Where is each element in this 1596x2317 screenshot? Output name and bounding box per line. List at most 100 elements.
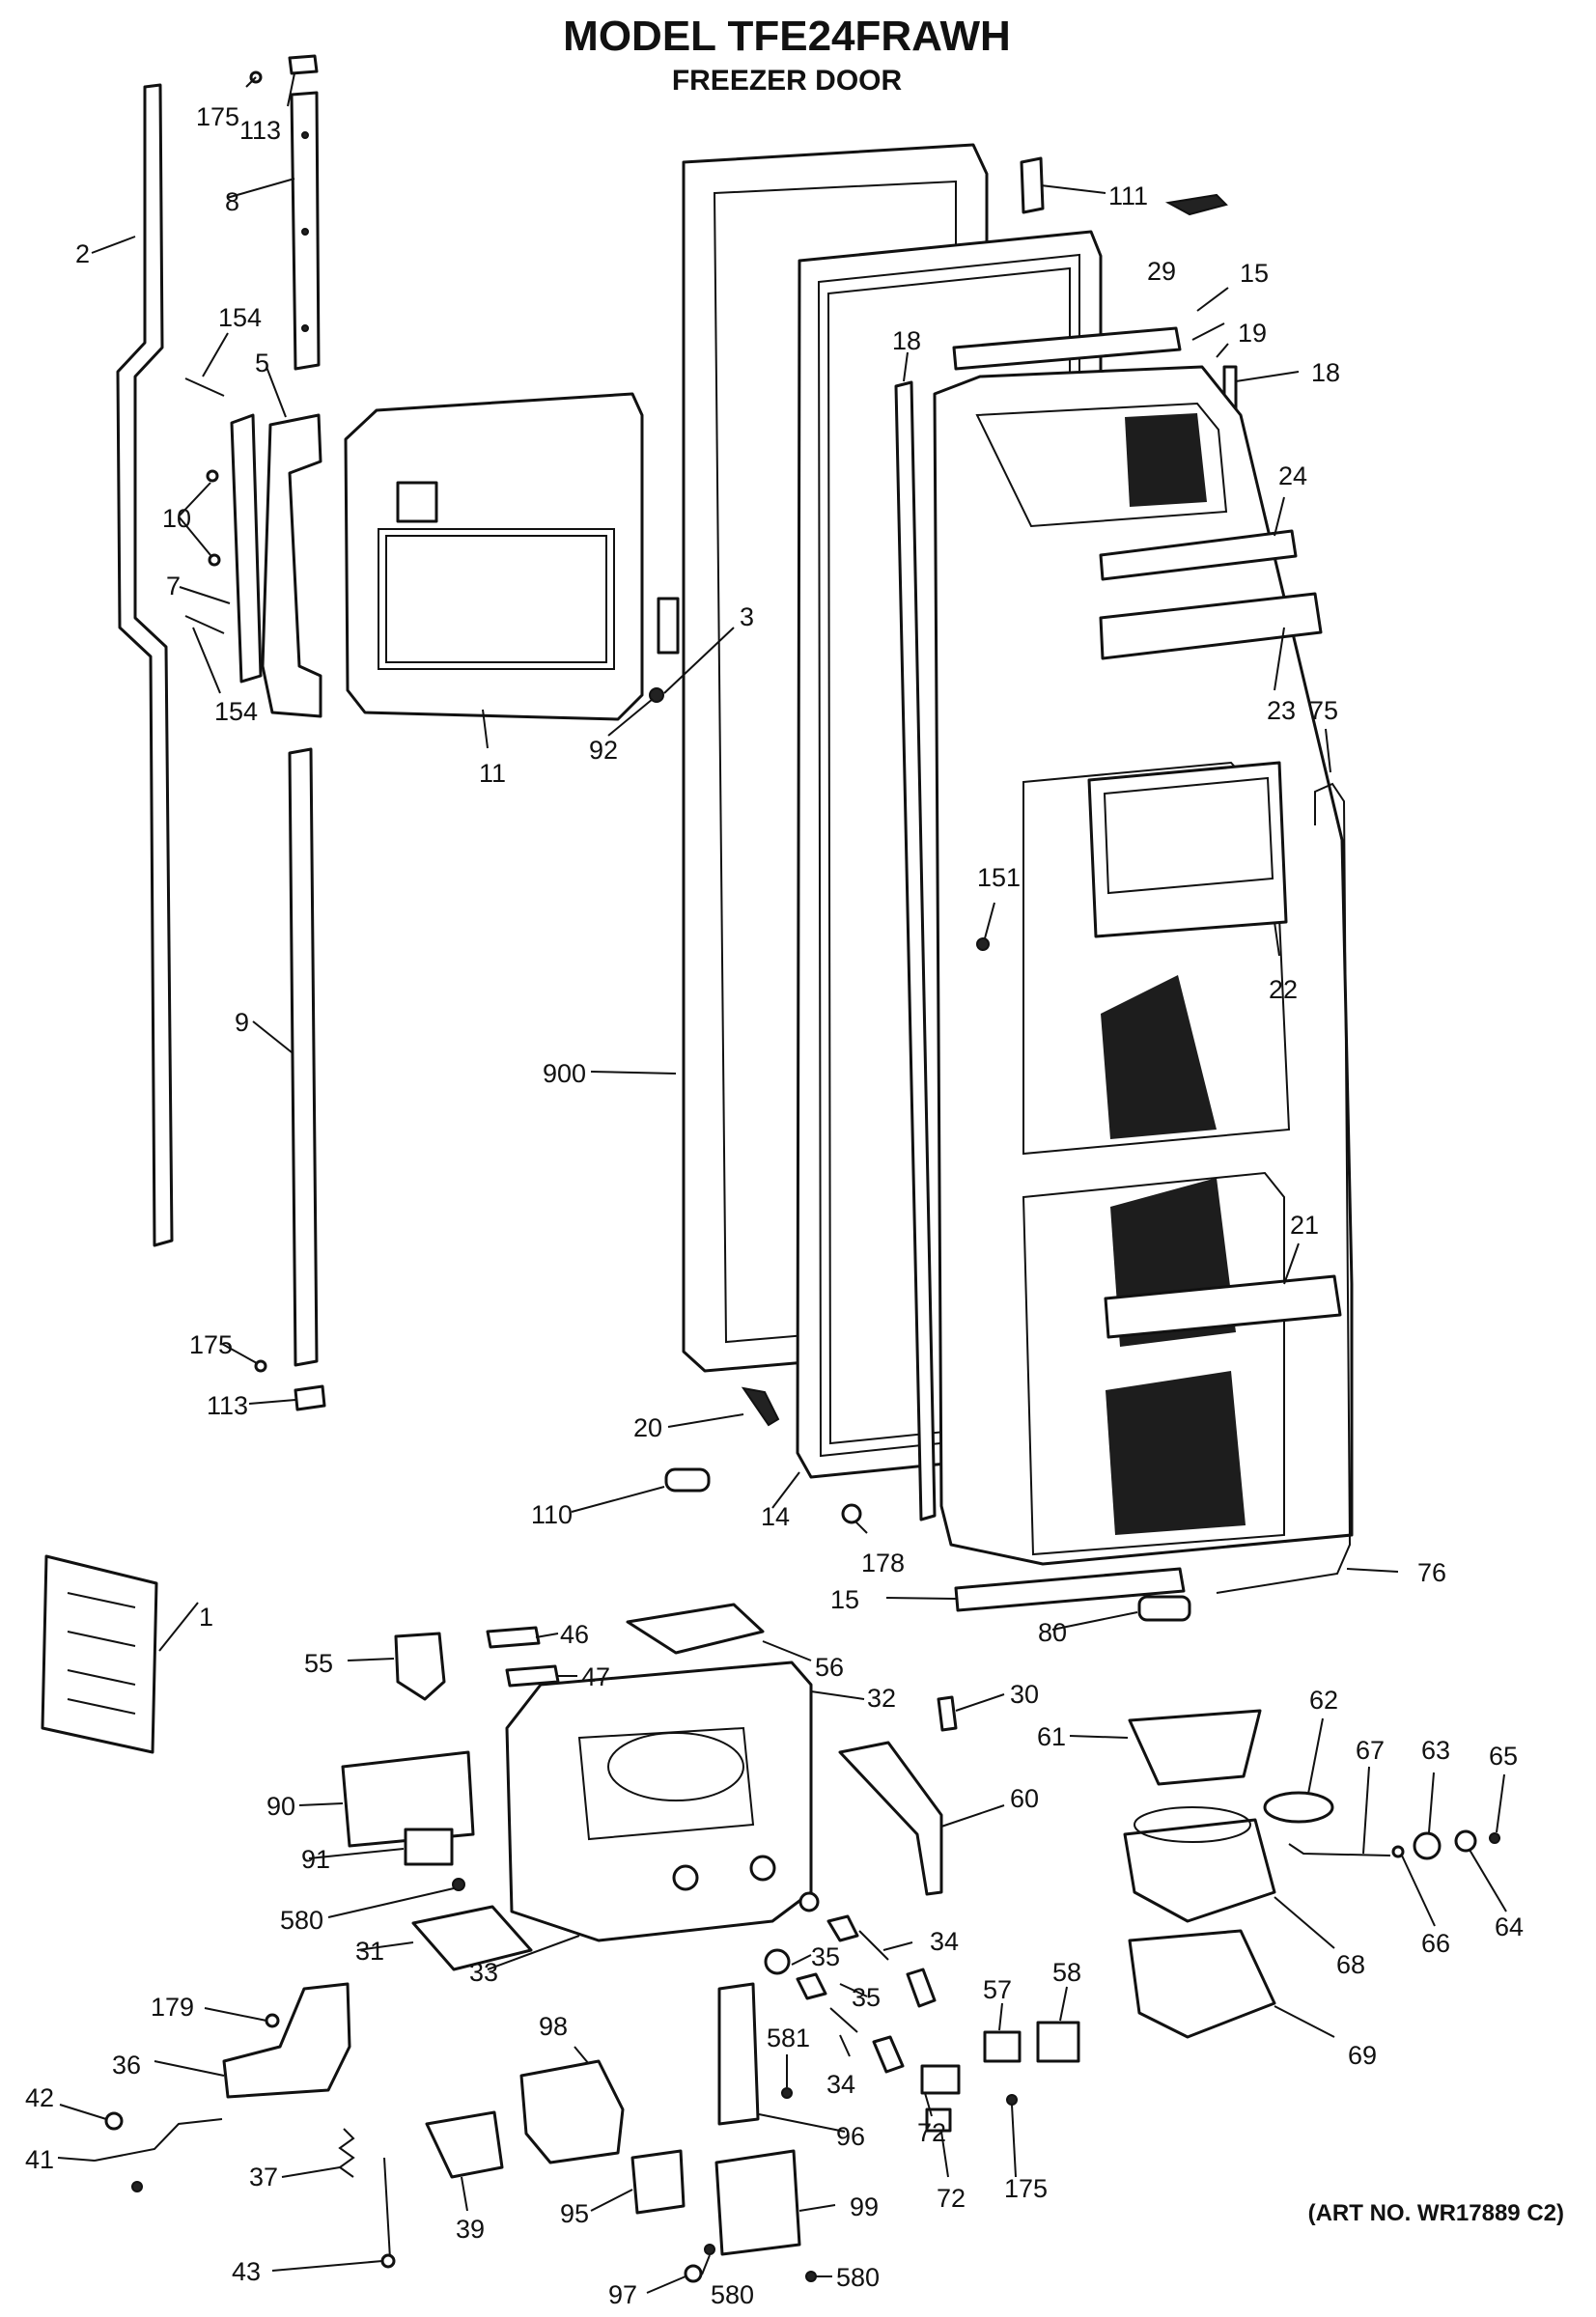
callout-5: 5 xyxy=(255,349,269,377)
callout-91: 91 xyxy=(301,1845,330,1874)
part-55-harness xyxy=(394,1632,446,1701)
callout-64: 64 xyxy=(1495,1912,1524,1941)
callout-57: 57 xyxy=(983,1975,1012,2004)
part-15-bottom-cap xyxy=(954,1567,1186,1612)
callout-175-c: 175 xyxy=(1004,2174,1048,2203)
section-subtitle: FREEZER DOOR xyxy=(672,65,903,97)
callout-75: 75 xyxy=(1309,696,1338,725)
part-62-disc xyxy=(1263,1791,1334,1824)
part-57-switch xyxy=(983,2030,1022,2063)
callout-18-left: 18 xyxy=(892,326,921,355)
part-66-washer xyxy=(1391,1845,1405,1858)
part-72-switch-a xyxy=(920,2064,961,2095)
callout-151: 151 xyxy=(977,863,1021,892)
callout-580-a: 580 xyxy=(280,1906,323,1935)
part-7-handle-strip xyxy=(230,413,263,684)
part-580-screw-a xyxy=(452,1878,465,1891)
callout-65: 65 xyxy=(1489,1742,1518,1771)
callout-18-right: 18 xyxy=(1311,358,1340,387)
door-liner xyxy=(933,365,1354,1566)
part-95-capacitor xyxy=(630,2149,686,2215)
callout-39: 39 xyxy=(456,2215,485,2244)
callout-113-lower: 113 xyxy=(207,1391,248,1420)
callout-21: 21 xyxy=(1290,1211,1319,1240)
callout-580-c: 580 xyxy=(711,2280,754,2309)
part-92-nut xyxy=(649,687,664,703)
part-178-screw xyxy=(841,1503,862,1524)
callout-95: 95 xyxy=(560,2199,589,2228)
callout-20: 20 xyxy=(633,1413,662,1442)
part-9-lower-trim xyxy=(288,747,319,1367)
callout-61: 61 xyxy=(1037,1722,1066,1751)
part-30-clip xyxy=(937,1695,958,1732)
part-56-switch-assembly xyxy=(626,1603,765,1655)
callout-37: 37 xyxy=(249,2163,278,2191)
part-29-clip xyxy=(1164,193,1228,216)
part-36-bracket xyxy=(222,1982,351,2099)
callout-19: 19 xyxy=(1238,319,1267,348)
part-113-top-clip xyxy=(288,54,319,75)
callout-72-a: 72 xyxy=(917,2118,946,2147)
part-24-shelf-bar xyxy=(1099,529,1298,581)
part-581-screw xyxy=(781,2087,793,2099)
part-110-plug xyxy=(664,1467,711,1493)
callout-99: 99 xyxy=(850,2192,879,2221)
model-title: MODEL TFE24FRAWH xyxy=(563,13,1011,60)
part-91-bracket xyxy=(404,1828,454,1866)
callout-33: 33 xyxy=(469,1958,498,1987)
callout-72-b: 72 xyxy=(937,2184,966,2213)
part-65-washer xyxy=(1489,1832,1500,1844)
part-46-bracket xyxy=(486,1626,541,1649)
part-68-motor-housing xyxy=(1123,1818,1276,1923)
part-58-bracket xyxy=(1036,2021,1080,2063)
callout-113: 113 xyxy=(239,116,281,145)
callout-2: 2 xyxy=(75,239,90,268)
callout-34-b: 34 xyxy=(826,2070,855,2099)
part-580-screw-b xyxy=(704,2244,715,2255)
part-31-drip-tray xyxy=(411,1905,533,1971)
part-2-gasket-strip xyxy=(116,83,174,1247)
part-111-bracket xyxy=(1020,156,1045,214)
callout-92: 92 xyxy=(589,736,618,765)
callout-154-lower: 154 xyxy=(214,697,258,726)
leader-lines xyxy=(57,72,1507,2294)
art-number: (ART NO. WR17889 C2) xyxy=(1308,2200,1564,2226)
callout-67: 67 xyxy=(1356,1736,1385,1765)
callout-98: 98 xyxy=(539,2012,568,2041)
callout-69: 69 xyxy=(1348,2041,1377,2070)
callout-46: 46 xyxy=(560,1620,589,1649)
part-580-screw-c xyxy=(805,2271,817,2282)
part-80-connector xyxy=(1137,1595,1191,1622)
part-39-solenoid xyxy=(425,2110,504,2179)
callout-41: 41 xyxy=(25,2145,54,2174)
part-1-manual xyxy=(41,1554,158,1754)
part-61-funnel xyxy=(1128,1709,1262,1786)
part-5-handle xyxy=(261,413,322,718)
callout-31: 31 xyxy=(355,1937,384,1966)
part-35-spacer xyxy=(798,1891,820,1912)
part-99-cover xyxy=(714,2149,801,2256)
part-22-dispenser-plate xyxy=(1087,761,1288,938)
callout-9: 9 xyxy=(235,1008,249,1037)
callout-175-lower: 175 xyxy=(189,1330,233,1359)
part-15-top-cap xyxy=(952,326,1182,371)
part-37-spring xyxy=(338,2128,355,2178)
callout-35-a: 35 xyxy=(811,1942,840,1971)
part-179-screw xyxy=(265,2013,280,2028)
callout-36: 36 xyxy=(112,2051,141,2080)
callout-580-b: 580 xyxy=(836,2263,880,2292)
part-151-screw xyxy=(976,937,990,951)
callout-29: 29 xyxy=(1147,257,1176,286)
part-64-nut xyxy=(1454,1829,1477,1853)
callout-22: 22 xyxy=(1269,975,1298,1004)
callout-56: 56 xyxy=(815,1653,844,1682)
part-41-rod xyxy=(94,2118,223,2162)
callout-179: 179 xyxy=(151,1993,194,2022)
callout-32: 32 xyxy=(867,1684,896,1713)
callout-labels: 175 113 8 2 154 5 10 7 154 11 3 92 111 2… xyxy=(25,102,1524,2309)
parts-lower xyxy=(41,1554,1500,2283)
part-60-bracket xyxy=(838,1741,943,1896)
callout-76: 76 xyxy=(1417,1558,1446,1587)
callout-15-top: 15 xyxy=(1240,259,1269,288)
